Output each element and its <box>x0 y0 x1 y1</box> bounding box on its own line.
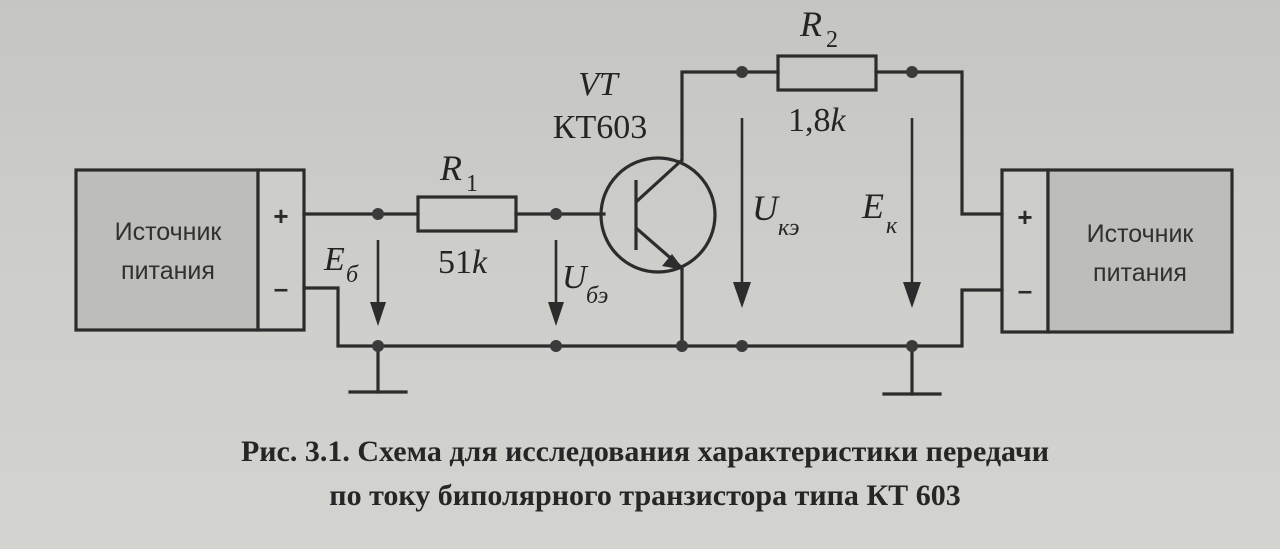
r2-value: 1,8k <box>788 102 847 139</box>
power-supply-left-terminals <box>256 168 306 332</box>
wire-r2-to-right-plus <box>874 70 1004 216</box>
transistor-body-circle <box>599 156 717 274</box>
power-supply-left-minus-terminal: – <box>274 273 288 303</box>
arrow-ek-head <box>903 282 921 308</box>
node-emitter-ground <box>676 340 688 352</box>
voltage-eb-subscript: б <box>346 262 359 288</box>
arrow-uke-head <box>733 282 751 308</box>
node-r1-left <box>372 208 384 220</box>
figure-caption-line1: Рис. 3.1. Схема для исследования характе… <box>240 435 1050 468</box>
r1-index: 1 <box>466 171 478 197</box>
transistor-vt <box>599 156 717 274</box>
voltage-ube-subscript: бэ <box>586 283 608 309</box>
voltage-ek-symbol: E <box>861 186 884 226</box>
figure-caption-line2: по току биполярного транзистора типа КТ … <box>329 479 961 512</box>
arrow-eb-head <box>370 302 386 326</box>
power-supply-right-label-line2: питания <box>1093 259 1187 287</box>
power-supply-left-plus-terminal: + <box>273 201 288 231</box>
resistor-r1 <box>416 195 518 233</box>
power-supply-right-label-line1: Источник <box>1087 220 1195 248</box>
power-supply-left-label-line2: питания <box>121 257 215 285</box>
arrow-ube-head <box>548 302 564 326</box>
transistor-emitter-arrow <box>662 254 684 270</box>
wire-left-minus-to-ground <box>302 286 684 348</box>
r2-index: 2 <box>826 27 838 53</box>
node-r2-right <box>906 66 918 78</box>
power-supply-right-body <box>1046 168 1234 334</box>
transistor-type: КТ603 <box>553 109 647 146</box>
r1-symbol: R <box>439 148 462 188</box>
wire-collector-to-r2 <box>680 70 780 162</box>
r2-symbol: R <box>799 4 822 44</box>
node-collector <box>736 66 748 78</box>
resistor-r2 <box>776 54 878 92</box>
node-ground-collector <box>736 340 748 352</box>
power-supply-left: Источник питания + – <box>74 168 306 332</box>
power-supply-left-body <box>74 168 260 332</box>
transistor-designator: VT <box>578 66 620 103</box>
power-supply-right: Источник питания + – <box>1000 168 1234 334</box>
node-base <box>550 208 562 220</box>
node-ground-right <box>906 340 918 352</box>
node-ground-left <box>372 340 384 352</box>
transistor-collector-lead <box>634 158 684 204</box>
power-supply-right-minus-terminal: – <box>1018 275 1032 305</box>
voltage-uke-subscript: кэ <box>778 215 800 241</box>
voltage-ek-subscript: к <box>886 213 898 239</box>
circuit-diagram: Источник питания + – Источник питания + … <box>74 4 1234 396</box>
power-supply-right-plus-terminal: + <box>1017 202 1032 232</box>
voltage-arrows <box>370 118 921 326</box>
wires <box>302 70 1004 396</box>
node-ground-base <box>550 340 562 352</box>
figure-caption: Рис. 3.1. Схема для исследования характе… <box>0 430 1280 518</box>
junction-nodes <box>372 66 918 352</box>
voltage-ube-symbol: U <box>562 259 589 296</box>
power-supply-left-label-line1: Источник <box>115 218 223 246</box>
r1-value: 51k <box>438 244 488 281</box>
voltage-uke-symbol: U <box>752 188 780 228</box>
power-supply-right-terminals <box>1000 168 1050 334</box>
component-labels: R 1 51k R 2 1,8k VT КТ603 E б U бэ U кэ … <box>323 4 898 309</box>
wire-ground-to-right-minus <box>680 288 1004 348</box>
voltage-eb-symbol: E <box>323 241 345 278</box>
